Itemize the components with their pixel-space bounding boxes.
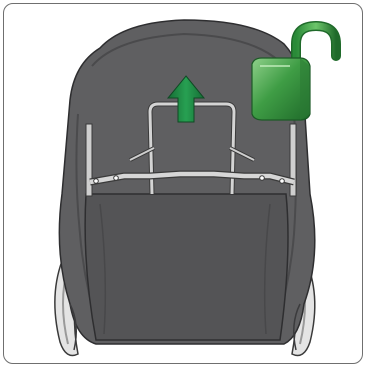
lower-pocket [85, 194, 288, 340]
illustration-frame [3, 3, 363, 364]
stroller-back-illustration [4, 4, 363, 364]
